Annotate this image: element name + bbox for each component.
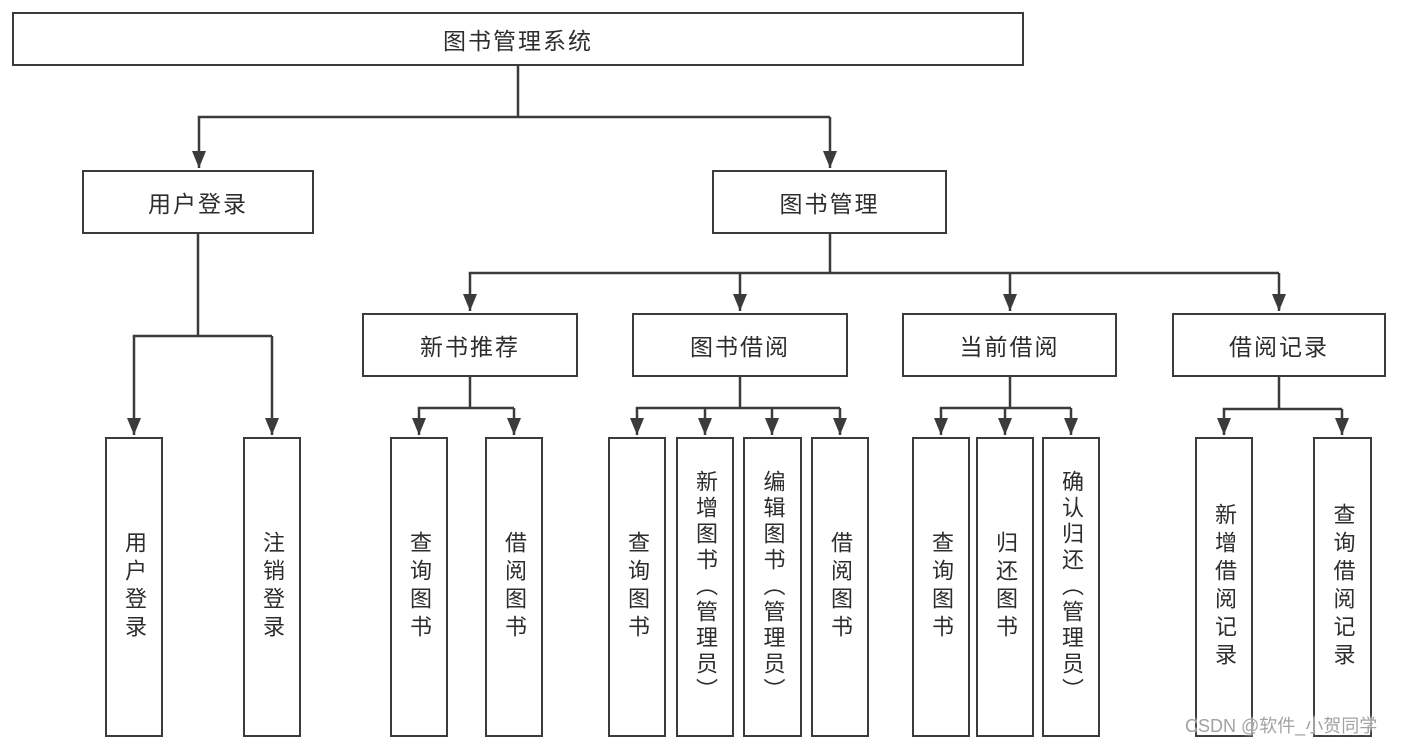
leaf-query-books-1: 查询图书 <box>390 437 448 737</box>
leaf-confirm-return-admin: 确认归还（管理员） <box>1042 437 1100 737</box>
leaf-query-books-2: 查询图书 <box>608 437 666 737</box>
leaf-borrow-books-2: 借阅图书 <box>811 437 869 737</box>
node-new-book-recommend: 新书推荐 <box>362 313 578 377</box>
leaf-add-borrow-record: 新增借阅记录 <box>1195 437 1253 737</box>
leaf-query-borrow-record: 查询借阅记录 <box>1313 437 1372 737</box>
node-book-borrowing: 图书借阅 <box>632 313 848 377</box>
node-user-login: 用户登录 <box>82 170 314 234</box>
connector-book-borrow-to-leaves <box>630 377 847 435</box>
node-current-borrowing: 当前借阅 <box>902 313 1117 377</box>
node-book-management: 图书管理 <box>712 170 947 234</box>
leaf-edit-books-admin: 编辑图书（管理员） <box>743 437 802 737</box>
connector-root-to-level2 <box>192 66 837 168</box>
leaf-query-books-3: 查询图书 <box>912 437 970 737</box>
connector-new-book-rec-to-leaves <box>412 377 521 435</box>
leaf-add-books-admin: 新增图书（管理员） <box>676 437 734 737</box>
connector-borrow-records-to-leaves <box>1217 377 1349 435</box>
leaf-logout: 注销登录 <box>243 437 301 737</box>
csdn-watermark: CSDN @软件_小贺同学 <box>1185 716 1378 736</box>
leaf-return-books: 归还图书 <box>976 437 1034 737</box>
connector-current-borrow-to-leaves <box>934 377 1078 435</box>
connector-book-mgmt-to-level3 <box>463 234 1286 311</box>
node-root-library-system: 图书管理系统 <box>12 12 1024 66</box>
leaf-borrow-books-1: 借阅图书 <box>485 437 543 737</box>
connector-user-login-to-leaves <box>127 234 279 435</box>
node-borrowing-records: 借阅记录 <box>1172 313 1386 377</box>
leaf-user-login: 用户登录 <box>105 437 163 737</box>
